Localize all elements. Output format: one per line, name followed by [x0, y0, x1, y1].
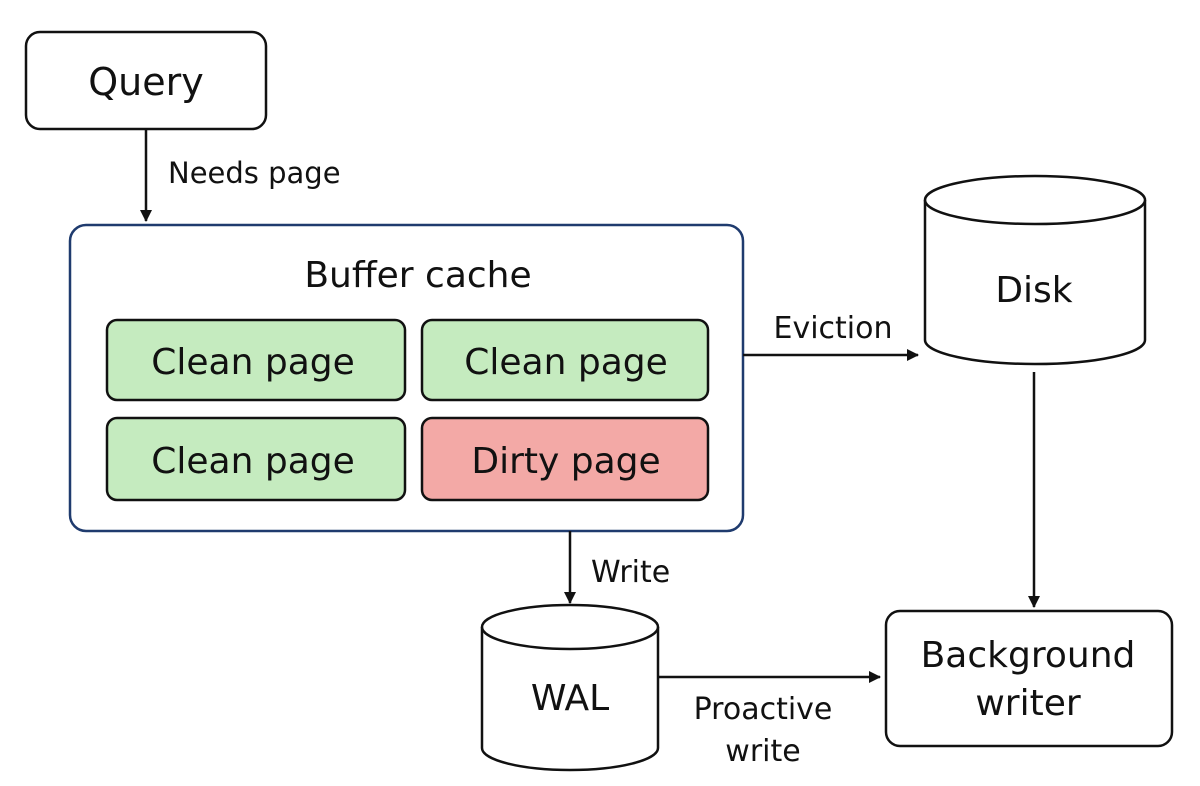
clean-page-3-label: Clean page: [151, 441, 355, 482]
clean-page-3: Clean page: [105, 416, 407, 502]
clean-page-1-label: Clean page: [151, 342, 355, 383]
wal-node: WAL: [480, 603, 660, 772]
dirty-page-label: Dirty page: [471, 441, 660, 482]
needs-page-label: Needs page: [168, 156, 341, 190]
wal-cylinder-top: [480, 603, 660, 651]
query-label: Query: [88, 60, 203, 104]
buffer-cache-node: Buffer cache Clean page Clean page Clean…: [68, 223, 745, 533]
background-writer-node: Background writer: [884, 609, 1174, 748]
clean-page-2: Clean page: [420, 318, 710, 402]
buffer-cache-label: Buffer cache: [304, 255, 531, 296]
query-node: Query: [24, 30, 268, 131]
needs-page-edge: Needs page: [140, 129, 341, 222]
proactive-write-edge: Proactive write: [658, 671, 881, 769]
write-edge: Write: [564, 531, 670, 604]
eviction-label: Eviction: [773, 311, 892, 346]
disk-label: Disk: [995, 270, 1072, 311]
clean-page-1: Clean page: [105, 318, 407, 402]
write-label: Write: [591, 555, 670, 590]
background-writer-label-line2: writer: [975, 683, 1081, 724]
disk-node: Disk: [923, 174, 1147, 366]
background-writer-label-line1: Background: [921, 635, 1136, 676]
disk-cylinder-top: [923, 174, 1147, 226]
dirty-page: Dirty page: [420, 416, 710, 502]
proactive-write-label-line1: Proactive: [694, 692, 833, 727]
proactive-write-label-line2: write: [725, 734, 800, 769]
disk-cylinder-body: [923, 200, 1147, 366]
eviction-edge: Eviction: [743, 311, 919, 361]
wal-label: WAL: [531, 678, 609, 719]
wal-cylinder-body: [480, 627, 660, 772]
clean-page-2-label: Clean page: [464, 342, 668, 383]
